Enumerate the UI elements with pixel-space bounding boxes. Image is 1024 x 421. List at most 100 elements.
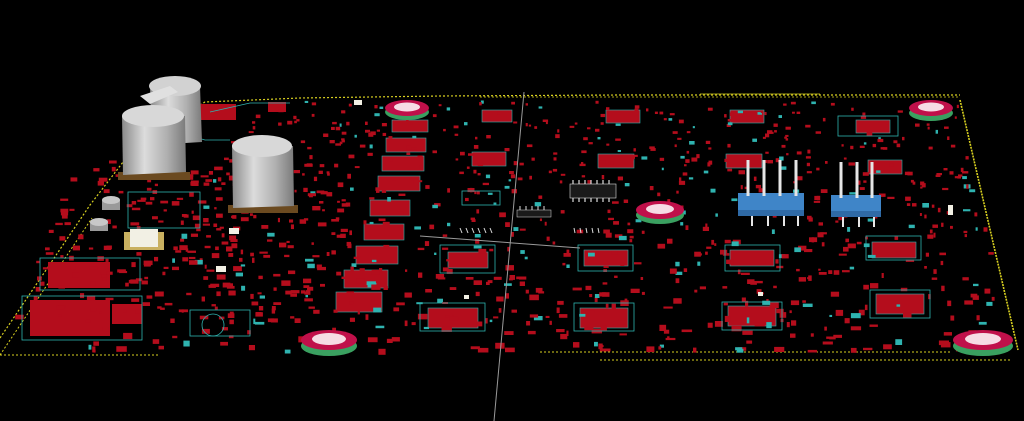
smd-pad [152,216,158,220]
smd-pad [45,252,54,255]
smd-pad [214,187,222,191]
smd-pad [228,253,234,257]
smd-pad [385,137,427,153]
smd-pad [123,332,133,340]
smd-pad [509,171,514,175]
smd-pad [117,269,126,273]
smd-pad [560,210,565,214]
smd-pad [850,326,862,331]
smd-pad [126,204,133,208]
smd-pad [396,211,404,216]
smd-pad [199,315,209,320]
smd-pad [863,180,867,183]
smd-pad [611,303,616,309]
smd-pad [285,290,292,295]
smd-pad [855,119,891,134]
smd-pad [61,215,68,219]
smd-pad [435,274,445,279]
smd-pad [404,320,408,327]
smd-pad [322,209,325,212]
smd-pad [607,209,611,214]
smd-pad [692,126,695,129]
smd-pad [984,288,991,294]
smd-pad [627,229,634,234]
smd-pad [560,173,566,176]
smd-pad [705,140,711,144]
smd-pad [606,143,610,146]
electrolytic-capacitor-icon[interactable] [118,105,190,180]
smd-pad [375,187,380,191]
smd-pad [289,219,294,223]
smd-pad [417,247,425,251]
smd-pad [947,136,950,140]
smd-pad [214,306,218,310]
smd-pad [216,213,223,218]
smd-pad [850,313,861,319]
smd-pad [154,183,158,187]
smd-pad [367,337,378,343]
ic-soic-chip[interactable] [569,180,617,202]
smd-pad [703,170,709,174]
smd-pad [410,180,414,184]
smd-pad [924,214,927,219]
smd-pad [659,344,664,348]
mounting-hole-icon[interactable] [385,100,429,120]
smd-pad [964,300,974,305]
smd-pad [693,347,697,353]
smd-pad [773,123,778,127]
smd-pad [925,252,929,257]
smd-pad [675,271,683,275]
mounting-hole-icon[interactable] [909,100,953,121]
mounting-hole-icon[interactable] [301,330,357,356]
smd-pad [677,137,682,140]
smd-pad [581,175,586,178]
smd-pad [618,318,626,321]
smd-pad [375,325,385,329]
smd-pad [290,290,300,294]
smd-pad [192,215,200,221]
smd-pad [627,222,631,226]
smd-pad [267,239,273,242]
smd-pad [453,125,459,129]
smd-pad [941,285,945,292]
smd-pad [912,181,916,185]
smd-pad [290,316,295,319]
smd-pad [599,348,611,352]
smd-pad [630,154,635,159]
smd-pad [978,321,987,325]
smd-pad [476,191,480,195]
mounting-hole-icon[interactable] [636,201,684,224]
pin-header-icon[interactable] [738,160,804,226]
smd-pad [406,145,412,150]
smd-pad [414,226,421,230]
smd-pad [303,187,308,192]
smd-pad [825,161,828,164]
smd-pad [587,127,591,130]
smd-pad [101,273,107,278]
smd-pad [194,223,201,228]
smd-pad [206,269,215,272]
smd-pad [189,260,198,265]
smd-pad [300,290,306,294]
smd-pad [859,187,865,190]
electrolytic-capacitor-icon[interactable] [228,135,298,213]
smd-pad [935,129,938,134]
crystal-component [124,229,164,250]
ic-small-chip[interactable] [516,206,552,218]
pin-header-icon[interactable] [831,162,881,227]
mounting-hole-icon[interactable] [953,330,1013,356]
smd-pad [710,188,716,193]
smd-pad [529,175,532,180]
smd-pad [203,276,209,280]
smd-pad [307,146,312,150]
smd-pad [688,177,694,180]
smd-pad [300,140,306,144]
smd-pad [493,316,499,319]
smd-pad [125,282,129,287]
smd-pad [241,285,246,291]
smd-pad [208,284,216,288]
smd-pad [775,302,779,305]
smd-pad [163,209,167,212]
